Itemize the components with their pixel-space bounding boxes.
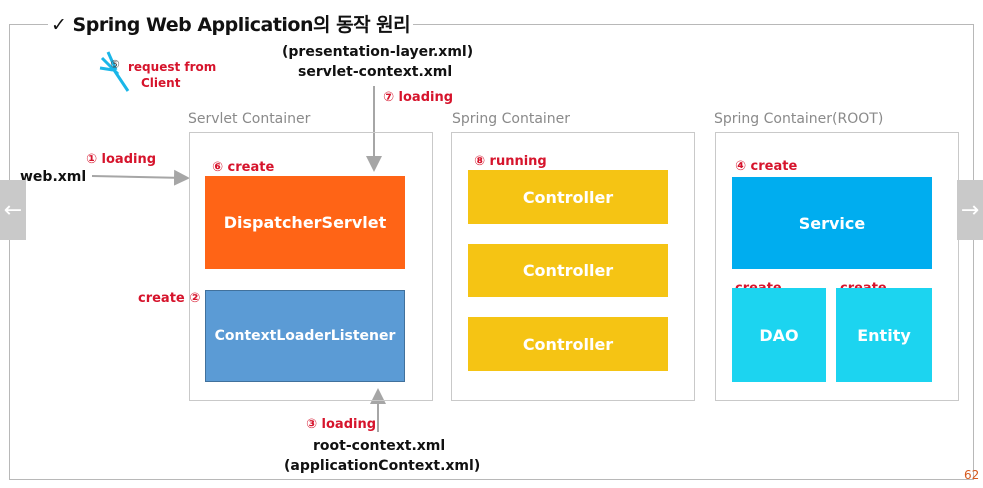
page-number: 62 xyxy=(964,468,980,482)
servlet-context-label: servlet-context.xml xyxy=(298,64,453,80)
arrow-left-icon: ← xyxy=(3,197,23,223)
web-xml-arrow xyxy=(91,169,190,186)
spring-container xyxy=(451,132,695,401)
servlet-container xyxy=(189,132,433,401)
dispatcher-servlet-box: DispatcherServlet xyxy=(205,176,405,269)
step8-label: ⑧ running xyxy=(474,154,547,169)
slide-title: ✓ Spring Web Application의 동작 원리 xyxy=(48,10,414,37)
arrow-right-icon: → xyxy=(960,197,980,223)
step6-label: ⑥ create xyxy=(212,160,275,175)
controller-box-1: Controller xyxy=(468,170,668,224)
slide-frame xyxy=(9,24,974,480)
entity-box: Entity xyxy=(836,288,932,382)
step1-label: ① loading xyxy=(86,152,157,167)
dao-box: DAO xyxy=(732,288,826,382)
step3-label: ③ loading xyxy=(306,417,377,432)
step2-label: create ② xyxy=(138,291,201,306)
application-context-label: (applicationContext.xml) xyxy=(284,458,481,474)
root-container xyxy=(715,132,959,401)
step5-marker: ⑤ xyxy=(110,58,120,71)
step5-request-text: request from xyxy=(128,60,217,74)
step4-label: ④ create xyxy=(735,159,798,174)
controller-box-2: Controller xyxy=(468,244,668,297)
service-box: Service xyxy=(732,177,932,269)
prev-slide-button[interactable]: ← xyxy=(0,180,26,240)
spring-container-label: Spring Container xyxy=(452,111,571,127)
presentation-layer-label: (presentation-layer.xml) xyxy=(282,44,474,60)
cursor-click-icon xyxy=(99,51,130,92)
step5-client-text: Client xyxy=(141,76,181,90)
step7-label: ⑦ loading xyxy=(383,90,454,105)
root-container-label: Spring Container(ROOT) xyxy=(714,111,884,127)
root-context-label: root-context.xml xyxy=(313,438,446,454)
context-loader-listener-box: ContextLoaderListener xyxy=(205,290,405,382)
servlet-container-label: Servlet Container xyxy=(188,111,311,127)
controller-box-3: Controller xyxy=(468,317,668,371)
next-slide-button[interactable]: → xyxy=(957,180,983,240)
web-xml-label: web.xml xyxy=(20,169,87,185)
